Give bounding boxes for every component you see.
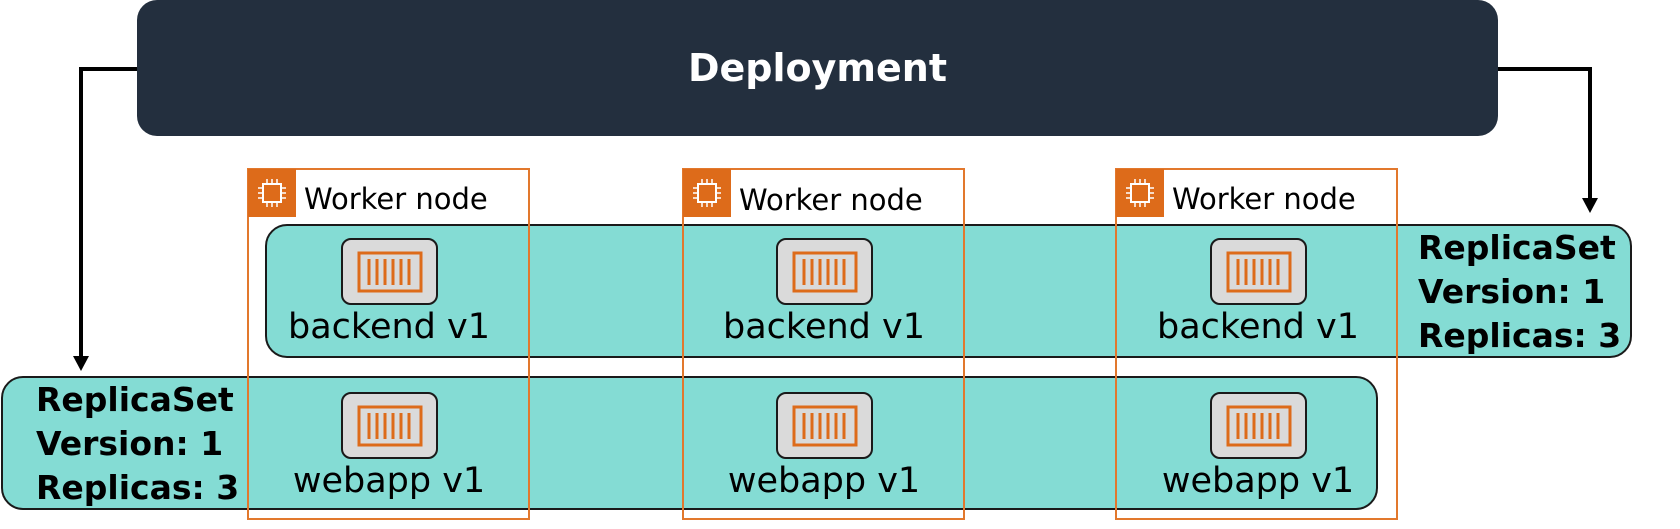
arrowhead-right [1582,198,1598,213]
worker-node-2 [682,168,965,520]
replicaset-backend [265,224,1632,358]
pod-webapp-3-label: webapp v1 [1161,461,1355,501]
arrowhead-left [73,356,89,371]
replicaset-backend-label: ReplicaSet Version: 1 Replicas: 3 [1418,226,1621,358]
pod-backend-2-label: backend v1 [723,307,925,347]
ec2-chip-icon [248,169,296,217]
pod-webapp-2-label: webapp v1 [727,461,921,501]
arrow-to-webapp-replicaset [79,67,137,358]
worker-node-3-label: Worker node [1172,182,1356,216]
container-icon [341,392,438,459]
deployment-box: Deployment [137,0,1498,136]
container-icon [341,238,438,305]
replicaset-webapp [1,376,1378,510]
replicaset-webapp-name: ReplicaSet [36,380,234,419]
replicaset-webapp-version: Version: 1 [36,424,224,463]
replicaset-webapp-replicas: Replicas: 3 [36,468,240,507]
deployment-title: Deployment [687,46,947,90]
worker-node-3 [1115,168,1398,520]
replicaset-backend-replicas: Replicas: 3 [1418,316,1622,355]
pod-backend-3-label: backend v1 [1157,307,1359,347]
container-icon [776,392,873,459]
arrow-to-backend-replicaset [1498,67,1592,200]
pod-backend-1-label: backend v1 [288,307,490,347]
ec2-chip-icon [683,169,731,217]
worker-node-2-label: Worker node [739,183,923,217]
pod-webapp-1-label: webapp v1 [292,461,486,501]
container-icon [1210,238,1307,305]
replicaset-backend-version: Version: 1 [1418,272,1606,311]
ec2-chip-icon [1116,169,1164,217]
container-icon [776,238,873,305]
replicaset-webapp-label: ReplicaSet Version: 1 Replicas: 3 [36,378,239,510]
worker-node-1-label: Worker node [304,182,488,216]
container-icon [1210,392,1307,459]
worker-node-1 [247,168,530,520]
replicaset-backend-name: ReplicaSet [1418,228,1616,267]
